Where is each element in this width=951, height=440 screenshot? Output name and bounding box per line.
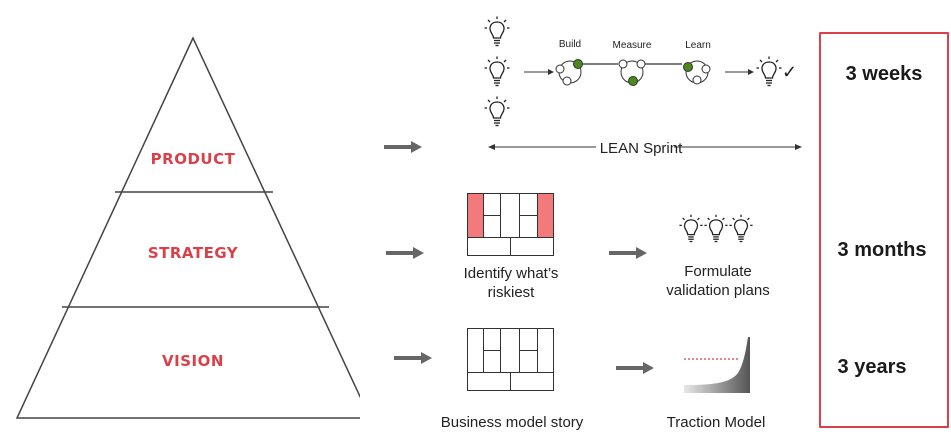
arrow-right-icon: [384, 141, 422, 153]
pyramid-outline: [15, 36, 360, 419]
lean-sprint-label: LEAN Sprint: [599, 140, 683, 157]
lightbulb-icon: [484, 16, 510, 47]
lightbulb-icon: [484, 56, 510, 87]
measure-node: [618, 59, 646, 86]
lightbulb-icon: [729, 214, 753, 243]
lightbulb-icon: [484, 96, 510, 127]
step-learn: Learn: [685, 40, 711, 51]
step-measure: Measure: [612, 40, 652, 51]
business-canvas-icon: [467, 328, 554, 391]
learn-node: [683, 60, 711, 85]
arrow-right-icon: [386, 247, 424, 259]
check-icon: ✓: [782, 62, 798, 82]
riskiest-caption: Identify what’s riskiest: [463, 265, 559, 301]
arrow-right-icon: [609, 247, 647, 259]
arrow-right-icon: [616, 362, 654, 374]
double-arrow-icon: [488, 144, 802, 150]
level-vision: VISION: [162, 352, 224, 370]
validation-plans-caption: Formulate validation plans: [666, 263, 770, 299]
build-node: [555, 59, 583, 86]
timeframe-months: 3 months: [837, 239, 927, 261]
lightbulb-icon: [704, 214, 728, 243]
business-model-story-caption: Business model story: [440, 414, 584, 431]
level-product: PRODUCT: [150, 150, 236, 168]
timeframe-weeks: 3 weeks: [845, 63, 923, 85]
lightbulb-icon: [756, 56, 782, 87]
level-strategy: STRATEGY: [147, 244, 239, 262]
step-build: Build: [558, 39, 582, 50]
traction-curve-icon: [684, 337, 750, 393]
traction-model-caption: Traction Model: [666, 414, 766, 431]
business-canvas-icon: [467, 193, 554, 256]
timeframe-years: 3 years: [837, 356, 907, 378]
lightbulb-icon: [679, 214, 703, 243]
build-measure-learn-loop: [524, 59, 754, 86]
timeframe-box: [819, 32, 949, 428]
pyramid: [15, 36, 360, 419]
arrow-right-icon: [394, 352, 432, 364]
